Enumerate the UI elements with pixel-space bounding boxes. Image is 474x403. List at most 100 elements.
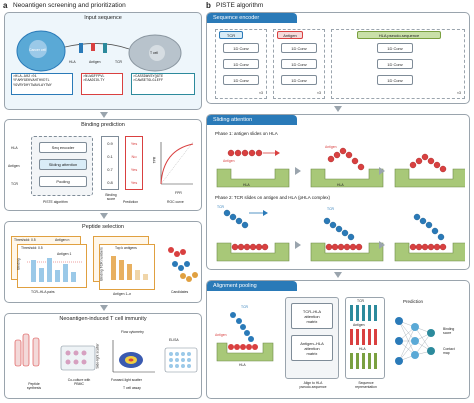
elisa-label: ELISA [169, 338, 179, 342]
peptide-title: Peptide selection [82, 224, 124, 230]
matrix-line: attention [304, 313, 320, 319]
piste-model-label: PISTE algorithm [43, 200, 68, 204]
antigen-n-label: Antigen n [55, 238, 70, 242]
phase1-hla-label: HLA [337, 183, 344, 187]
prediction-value: Yes [130, 180, 138, 185]
peptide-synthesis-illustration [14, 333, 40, 367]
phase1-antigen-label: Antigen [325, 145, 337, 149]
phase2-label: Phase 2: TCR slides on antigen and HLA (… [215, 195, 330, 200]
threshold-label: Threshold: 0.5 [14, 238, 36, 242]
phase1-label: Phase 1: antigen slides on HLA [215, 131, 278, 136]
arrow-down-icon [100, 305, 108, 311]
arrow-down-icon [334, 272, 342, 278]
score-value: 0.9 [107, 141, 113, 146]
peptide-synthesis-label: Peptide synthesis [19, 382, 49, 390]
coculture-line: PBMC [74, 382, 84, 386]
score-value: 0.7 [107, 167, 113, 172]
coculture-line: Co-culture with [67, 378, 91, 382]
matrix-line: matrix [306, 350, 318, 356]
seq-encoder-box: Seq encoder [39, 142, 87, 153]
arrow-down-icon [100, 112, 108, 118]
pooling-box: Pooling [39, 176, 87, 187]
prediction-column: Yes No Yes Yes [125, 136, 143, 190]
arrow-down-icon [334, 106, 342, 112]
contact-map-output: Contact map [443, 347, 455, 355]
flow-cytometry-plot [112, 340, 155, 373]
encoder-column-antigen [273, 29, 325, 99]
conv-box: 1D Conv [223, 43, 259, 53]
conv-box: 1D Conv [223, 75, 259, 85]
encoder-hla-tag: HLA pseudo-sequence [357, 31, 441, 39]
conv-box: 1D Conv [377, 75, 413, 85]
coculture-plate-illustration [60, 345, 96, 371]
candidate-peptides-illustration [168, 247, 198, 282]
peptide-synthesis-line: Peptide [28, 382, 40, 386]
matrix-line: TCR–HLA [302, 308, 322, 314]
rep-tcr-bars [350, 305, 377, 321]
binding-input-hla: HLA [11, 146, 18, 150]
peptide-synthesis-line: synthesis [26, 386, 42, 390]
sliding-header: Sliding attention [207, 115, 297, 125]
score-column: 0.9 0.1 0.7 0.8 [101, 136, 119, 190]
contact-map-line: Contact [443, 347, 455, 351]
coculture-label: Co-culture with PBMC [57, 378, 101, 386]
tcr-seq-line: >CAWSETGLGLEFF [133, 79, 164, 84]
encoder-antigen-tag: Antigen [277, 31, 303, 39]
phase1-antigen-label: Antigen [223, 159, 235, 163]
sliding-attention-panel: Sliding attention Phase 1: antigen slide… [206, 114, 470, 270]
complex-illustration [216, 312, 274, 362]
conv-box: 1D Conv [281, 59, 317, 69]
conv-box: 1D Conv [223, 59, 259, 69]
arrow-down-icon [100, 213, 108, 219]
cell-illustration [16, 30, 182, 72]
alignment-pooling-panel: Alignment pooling TCR Antigen HLA TCR–HL… [206, 280, 470, 399]
phase1-hla-label: HLA [243, 183, 250, 187]
pooling-tcr-label: TCR [241, 305, 248, 309]
sequence-encoder-panel: Sequence encoder TCR 1D Conv 1D Conv 1D … [206, 12, 470, 104]
forward-scatter-label: Forward-light scatter [111, 378, 142, 382]
rep-antigen-bars [350, 329, 377, 345]
align-line: pseudo-sequence [299, 385, 327, 389]
score-label: Binding score [105, 193, 117, 201]
encoder-column-hla [331, 29, 465, 99]
prediction-value: Yes [130, 167, 138, 172]
sequence-rep-box [345, 297, 385, 379]
hla-seq-line: YGVRYDHYTWAVLAYTWY [13, 83, 52, 88]
contact-map-line: map [443, 351, 450, 355]
rep-antigen-label: Antigen [353, 323, 365, 327]
tcell-immunity-panel: Neoantigen-induced T cell immunity Pepti… [4, 313, 202, 399]
input-sequence-title: Input sequence [84, 15, 122, 21]
neural-network-illustration [395, 317, 435, 365]
top-k-label: Top k antigens [115, 246, 137, 250]
seq-rep-label: Sequence representation [345, 381, 387, 389]
hla-sequence-box: >HLA-A02:01 YFAMYGEKVAHTHVDTL YGVRYDHYTW… [11, 73, 73, 95]
score-value: 0.1 [107, 154, 113, 159]
binding-bar-chart [27, 258, 83, 282]
conv-box: 1D Conv [377, 59, 413, 69]
tcr-hla-matrix: TCR–HLA attention matrix [291, 303, 333, 329]
tcell-label: T cell [150, 51, 159, 55]
tcr-seq-line: >CASSDWVSYQGTE [133, 75, 164, 79]
matrix-line: Antigen–HLA [300, 340, 324, 346]
panel-a-title: Neoantigen screening and prioritization [13, 2, 126, 9]
binding-score-line: Binding [443, 327, 455, 331]
tcell-assay-label: T cell assay [123, 386, 141, 390]
pooling-antigen-label: Antigen [215, 333, 227, 337]
antigen-seq-line: >NLWGFFPVL [83, 75, 105, 79]
matrix-line: matrix [306, 318, 318, 324]
prediction-title: Prediction [403, 299, 424, 304]
repeat-label: ×3 [259, 91, 263, 95]
encoder-tcr-tag: TCR [219, 31, 243, 39]
binding-input-tcr: TCR [11, 182, 18, 186]
tcr-label: TCR [115, 60, 122, 64]
pooling-header: Alignment pooling [207, 281, 297, 291]
align-line: Align to HLA [303, 381, 323, 385]
topk-bar-chart [111, 256, 148, 280]
phase2-illustration [216, 209, 465, 262]
side-scatter-label: Side-light scatter [95, 343, 100, 369]
roc-label: ROC curve [167, 200, 184, 204]
phase2-tcr-label: TCR [217, 205, 224, 209]
conv-box: 1D Conv [281, 75, 317, 85]
elisa-plate-illustration [164, 347, 198, 373]
tcr-sequence-box: >CASSDWVSYQGTE >CAWSETGLGLEFF [131, 73, 195, 95]
